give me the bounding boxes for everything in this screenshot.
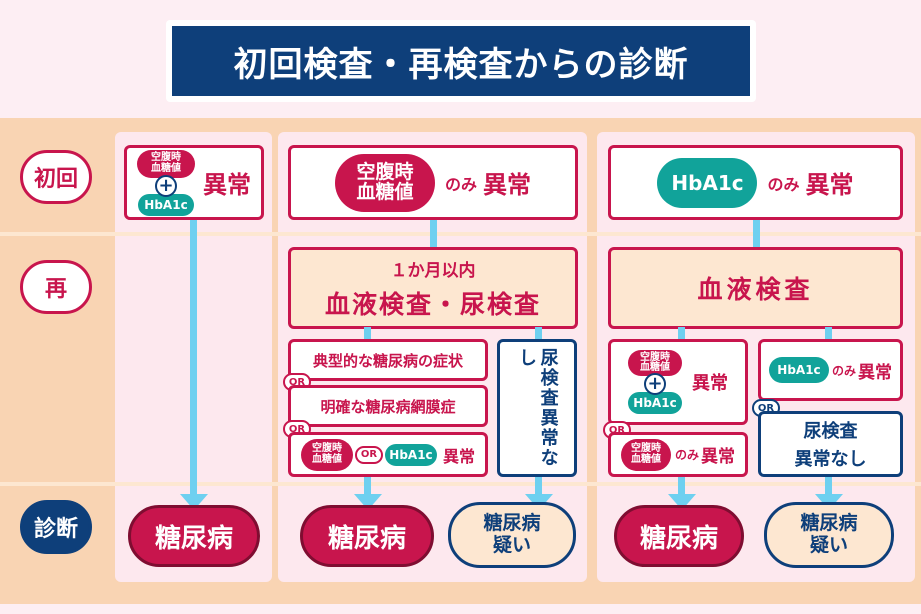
abnormal-label: 異常 [203, 171, 251, 199]
abnormal-label: 異常 [692, 373, 728, 394]
flow-line [190, 218, 197, 500]
retest-timing: １か月以内 [390, 260, 476, 281]
retest-fbg-only-abnormal: 空腹時 血糖値 のみ 異常 [608, 432, 748, 477]
title-frame: 初回検査・再検査からの診断 [166, 20, 756, 102]
retest-both-abnormal: 空腹時 血糖値 + HbA1c 異常 [608, 339, 748, 425]
flow-line [535, 477, 542, 499]
row-divider [0, 232, 921, 236]
diagnosis-diabetes: 糖尿病 [128, 505, 260, 567]
first-test-fbg-only: 空腹時 血糖値 のみ 異常 [288, 145, 578, 220]
flow-line [364, 477, 371, 499]
only-label: のみ [831, 363, 856, 378]
fbg-badge: 空腹時 血糖値 [334, 153, 435, 212]
flow-line [535, 327, 542, 341]
flow-line [678, 327, 685, 341]
urine-test-normal: 尿検査異常なし [497, 339, 577, 477]
flow-line [678, 477, 685, 499]
hba1c-badge: HbA1c [657, 157, 758, 208]
abnormal-label: 異常 [858, 362, 892, 383]
retest-blood-urine: １か月以内 血液検査・尿検査 [288, 247, 578, 329]
hba1c-badge: HbA1c [384, 443, 437, 466]
abnormal-label: 異常 [442, 446, 475, 466]
row-label-first: 初回 [20, 150, 92, 204]
flow-line [430, 218, 437, 250]
fbg-badge: 空腹時 血糖値 [137, 149, 195, 178]
only-label: のみ [674, 448, 699, 462]
retest-hba1c-only-abnormal: HbA1c のみ 異常 [758, 339, 903, 401]
fbg-badge: 空腹時 血糖値 [620, 438, 671, 471]
flow-line [825, 477, 832, 499]
fbg-badge: 空腹時 血糖値 [628, 350, 682, 376]
only-label: のみ [767, 174, 800, 194]
page-title: 初回検査・再検査からの診断 [172, 26, 750, 96]
diagnosis-diabetes: 糖尿病 [614, 505, 744, 567]
hba1c-badge: HbA1c [138, 193, 194, 216]
plus-icon: + [155, 174, 177, 197]
flow-line [825, 327, 832, 341]
condition-retest-abnormal: 空腹時 血糖値 OR HbA1c 異常 [288, 432, 488, 477]
only-label: のみ [444, 174, 477, 194]
hba1c-badge: HbA1c [768, 357, 829, 383]
diagnosis-suspected-diabetes: 糖尿病 疑い [764, 502, 894, 568]
hba1c-badge: HbA1c [628, 392, 682, 414]
row-label-diagnosis: 診断 [20, 500, 92, 554]
abnormal-label: 異常 [805, 171, 854, 199]
flow-line [364, 327, 371, 341]
diagnosis-suspected-diabetes: 糖尿病 疑い [448, 502, 576, 568]
abnormal-label: 異常 [701, 447, 735, 467]
first-test-hba1c-only: HbA1c のみ 異常 [608, 145, 903, 220]
retest-type: 血液検査・尿検査 [324, 289, 541, 319]
row-divider [0, 482, 921, 486]
diagnosis-diabetes: 糖尿病 [300, 505, 434, 567]
urine-test-normal: 尿検査 異常なし [758, 411, 903, 477]
row-label-retest: 再 [20, 260, 92, 314]
first-test-both-abnormal: 空腹時 血糖値 + HbA1c 異常 [124, 145, 264, 220]
fbg-badge: 空腹時 血糖値 [300, 438, 353, 471]
retest-blood: 血液検査 [608, 247, 903, 329]
plus-icon: + [644, 373, 666, 395]
flow-line [753, 218, 760, 250]
or-badge: OR [354, 445, 383, 464]
condition-retinopathy: 明確な糖尿病網膜症 [288, 385, 488, 427]
abnormal-label: 異常 [483, 171, 531, 199]
condition-typical-symptoms: 典型的な糖尿病の症状 [288, 339, 488, 381]
